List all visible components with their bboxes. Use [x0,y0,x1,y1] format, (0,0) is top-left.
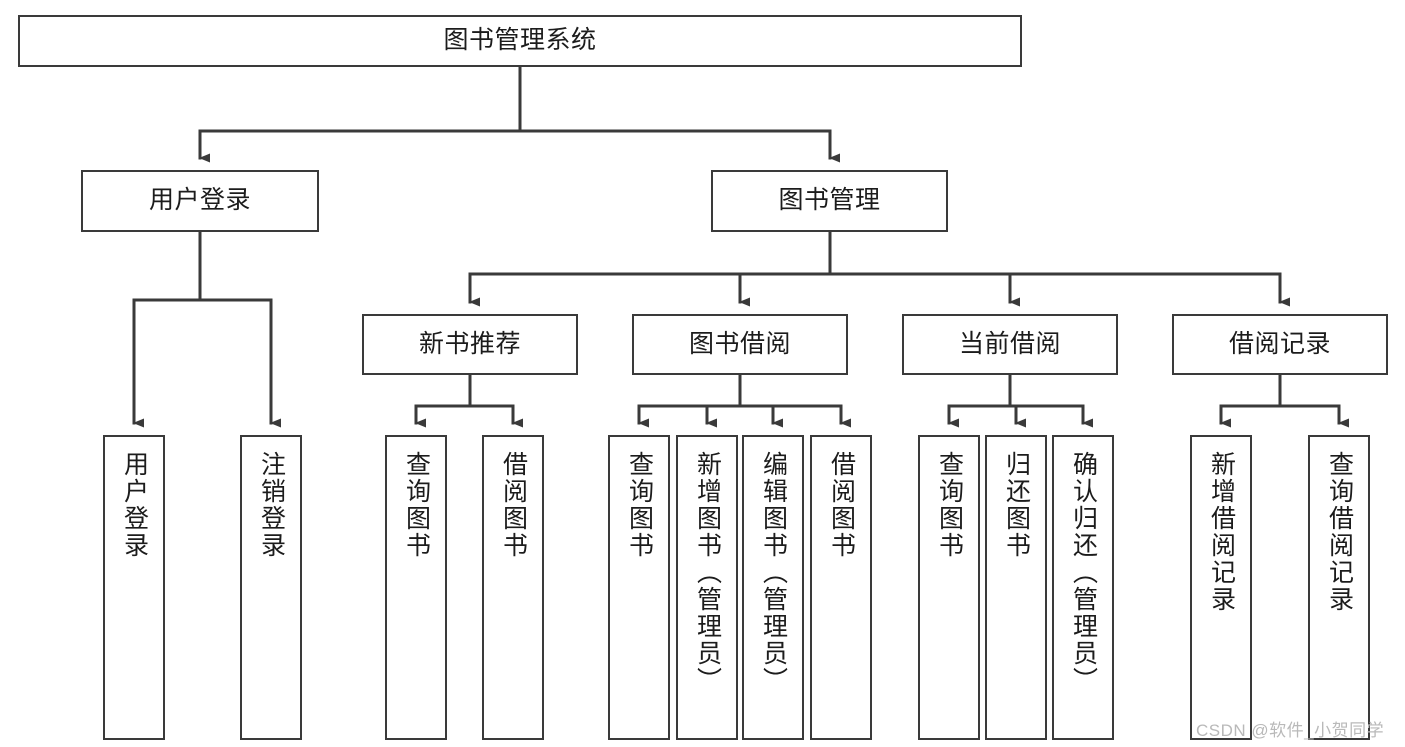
node-book-borrow[interactable]: 图书借阅 [632,314,848,375]
csdn-watermark: CSDN @软件_小贺同学 [1196,721,1385,740]
node-label: 新增借阅记录 [1207,451,1236,613]
node-label: 图书借阅 [688,329,791,358]
node-root-system[interactable]: 图书管理系统 [18,15,1022,67]
node-label: 借阅图书 [827,451,856,559]
node-label: 图书管理系统 [443,26,597,55]
node-label: 确认归还（管理员） [1069,451,1098,694]
leaf-query-book-3[interactable]: 查询图书 [918,435,980,740]
leaf-query-book-2[interactable]: 查询图书 [608,435,670,740]
node-borrow-record[interactable]: 借阅记录 [1172,314,1388,375]
leaf-edit-book-admin[interactable]: 编辑图书（管理员） [742,435,804,740]
node-label: 当前借阅 [958,329,1061,358]
leaf-query-borrow-record[interactable]: 查询借阅记录 [1308,435,1370,740]
node-label: 图书管理 [778,186,881,215]
leaf-add-book-admin[interactable]: 新增图书（管理员） [676,435,738,740]
leaf-return-book[interactable]: 归还图书 [985,435,1047,740]
leaf-user-login[interactable]: 用户登录 [103,435,165,740]
node-label: 归还图书 [1002,451,1031,559]
node-label: 查询借阅记录 [1325,451,1354,613]
node-book-management[interactable]: 图书管理 [711,170,948,232]
node-label: 新书推荐 [418,329,521,358]
node-label: 编辑图书（管理员） [759,451,788,694]
node-label: 新增图书（管理员） [693,451,722,694]
node-label: 查询图书 [935,451,964,559]
leaf-borrow-book-2[interactable]: 借阅图书 [810,435,872,740]
node-label: 查询图书 [625,451,654,559]
node-current-borrow[interactable]: 当前借阅 [902,314,1118,375]
leaf-user-logout[interactable]: 注销登录 [240,435,302,740]
leaf-borrow-book-1[interactable]: 借阅图书 [482,435,544,740]
node-new-book-recommend[interactable]: 新书推荐 [362,314,578,375]
leaf-add-borrow-record[interactable]: 新增借阅记录 [1190,435,1252,740]
node-label: 查询图书 [402,451,431,559]
node-label: 用户登录 [148,186,251,215]
node-label: 借阅图书 [499,451,528,559]
leaf-query-book-1[interactable]: 查询图书 [385,435,447,740]
node-label: 注销登录 [257,451,286,559]
node-user-login[interactable]: 用户登录 [81,170,319,232]
node-label: 用户登录 [120,451,149,559]
leaf-confirm-return-admin[interactable]: 确认归还（管理员） [1052,435,1114,740]
node-label: 借阅记录 [1228,329,1331,358]
